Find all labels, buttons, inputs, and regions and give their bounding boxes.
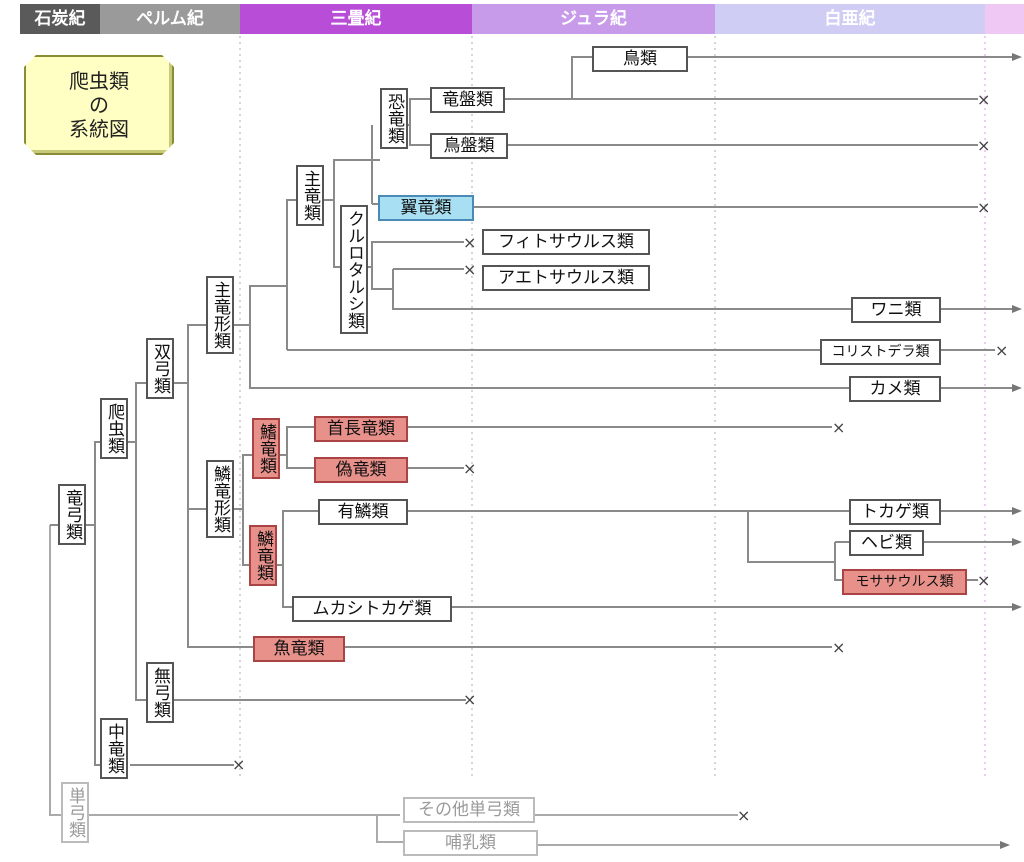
node-aetosaurus: アエトサウルス類: [482, 265, 650, 291]
extinct-mark: ×: [463, 459, 477, 478]
node-kame: カメ類: [849, 376, 941, 402]
node-yokuryu: 翼竜類: [378, 195, 474, 221]
era-carboniferous: 石炭紀: [20, 4, 100, 34]
node-hebi: ヘビ類: [849, 530, 924, 556]
node-choban: 鳥盤類: [430, 133, 508, 159]
node-kurotarushi: クルロタルシ類: [340, 205, 368, 334]
era-triassic: 三畳紀: [240, 4, 472, 34]
extinct-mark: ×: [832, 638, 846, 657]
node-mosasaurus: モササウルス類: [842, 569, 967, 595]
extinct-mark: ×: [977, 136, 991, 155]
node-tokage: トカゲ類: [849, 499, 941, 525]
node-fitosaurus: フィトサウルス類: [482, 229, 650, 255]
extinct-mark: ×: [232, 755, 246, 774]
node-shuryu: 主竜類: [296, 165, 324, 226]
extinct-mark: ×: [977, 90, 991, 109]
node-ryuban: 竜盤類: [430, 87, 505, 113]
era-tertiary: [985, 4, 1024, 34]
node-kyouryu: 恐竜類: [380, 88, 408, 149]
node-kubinaga: 首長竜類: [314, 416, 408, 442]
node-ryukyu: 竜弓類: [58, 484, 86, 545]
node-hachurui: 爬虫類: [100, 398, 128, 459]
node-tankyu: 単弓類: [61, 782, 89, 843]
extinct-mark: ×: [977, 571, 991, 590]
extinct-mark: ×: [737, 806, 751, 825]
extinct-mark: ×: [832, 418, 846, 437]
node-chuuryu: 中竜類: [100, 718, 128, 779]
node-rinryu-scale: 鱗竜類: [249, 525, 277, 586]
node-gyoryu: 魚竜類: [253, 636, 345, 662]
era-permian: ペルム紀: [100, 4, 240, 34]
node-rinryukei: 鱗竜形類: [206, 460, 234, 538]
node-yurin: 有鱗類: [318, 499, 408, 525]
extinct-mark: ×: [463, 233, 477, 252]
node-wani: ワニ類: [851, 297, 941, 323]
node-koristodera: コリストデラ類: [820, 339, 941, 365]
extinct-mark: ×: [463, 260, 477, 279]
extinct-mark: ×: [995, 341, 1009, 360]
node-giryu: 偽竜類: [314, 457, 408, 483]
node-honyu: 哺乳類: [403, 830, 538, 856]
node-shuryukei: 主竜形類: [206, 276, 234, 354]
node-mukashitokage: ムカシトカゲ類: [292, 596, 452, 622]
title-box: 爬虫類 の 系統図: [24, 55, 174, 155]
era-jurassic: ジュラ紀: [472, 4, 715, 34]
extinct-mark: ×: [977, 198, 991, 217]
node-mukyu: 無弓類: [146, 662, 174, 723]
node-sonotatankyu: その他単弓類: [403, 797, 535, 823]
era-cretaceous: 白亜紀: [715, 4, 985, 34]
extinct-mark: ×: [463, 690, 477, 709]
node-tori: 鳥類: [592, 46, 688, 72]
node-rinryu-fin: 鰭竜類: [252, 418, 280, 479]
diagram-title: 爬虫類 の 系統図: [69, 69, 129, 141]
node-soukyu: 双弓類: [146, 338, 174, 399]
